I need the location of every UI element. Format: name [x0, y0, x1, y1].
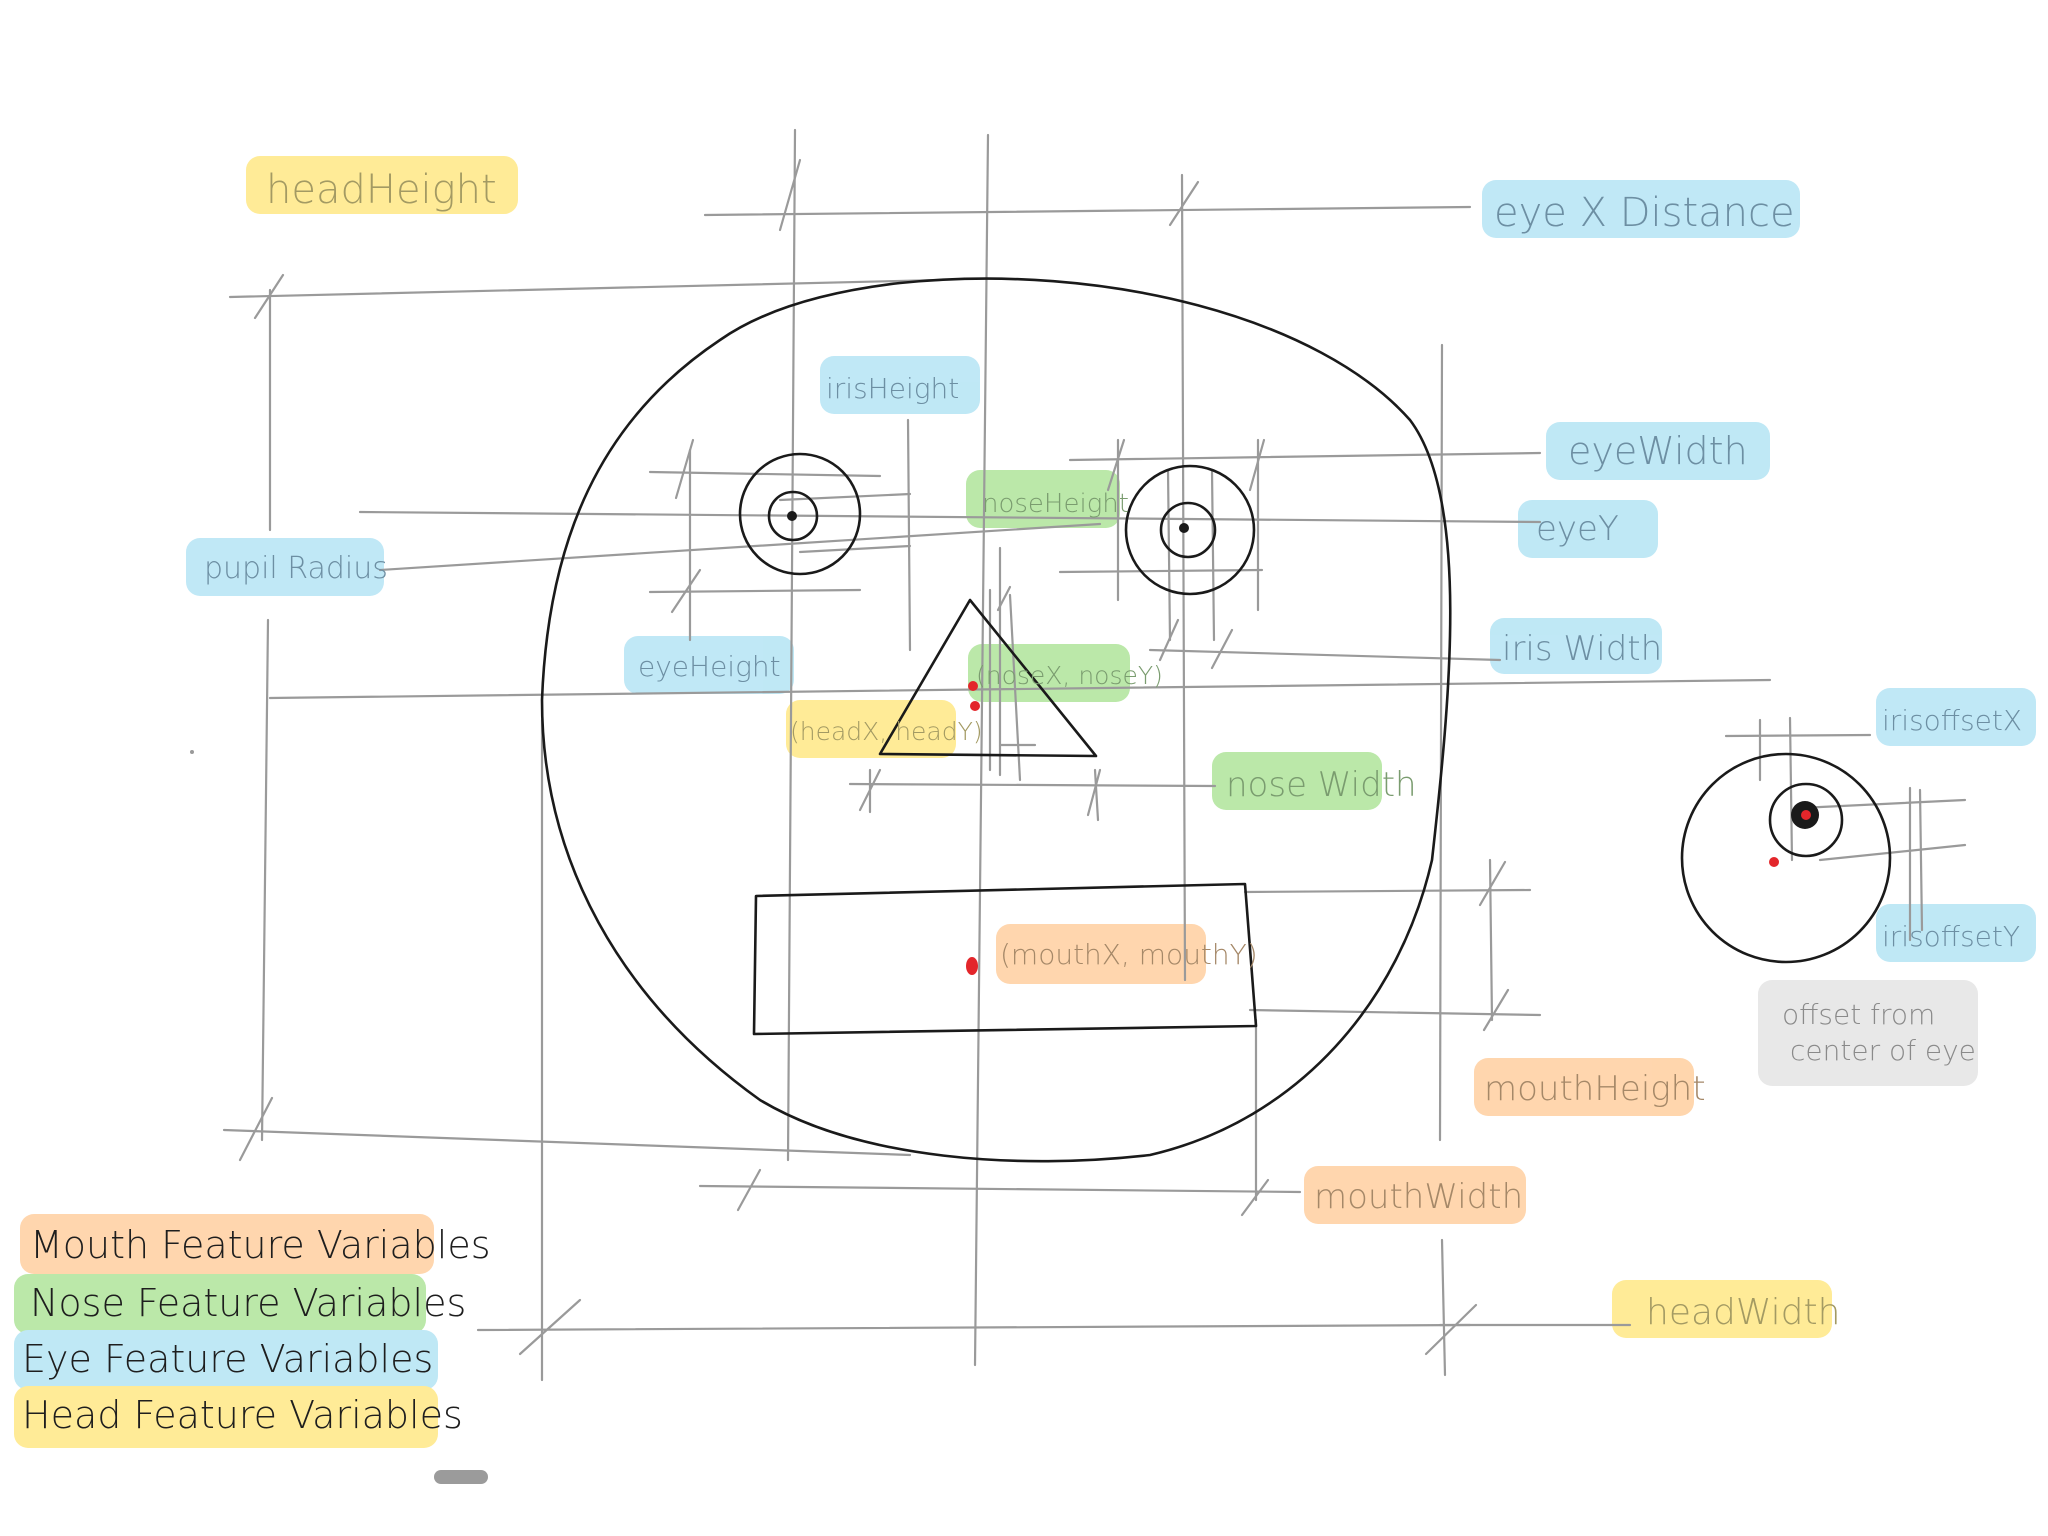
highlight-nose-width [1212, 752, 1382, 810]
label-iris-offset-x: irisoffsetX [1882, 704, 2022, 737]
highlight-legend-eye [14, 1330, 438, 1390]
face-drawing [540, 277, 1892, 1163]
highlight-legend-head [14, 1386, 438, 1448]
label-nose-xy: (noseX, noseY) [976, 661, 1163, 690]
stray-dot [190, 750, 194, 754]
eye-center-point-icon [1769, 857, 1779, 867]
legend: Mouth Feature Variables Nose Feature Var… [22, 1223, 491, 1437]
legend-head: Head Feature Variables [22, 1393, 463, 1437]
highlight-mouth-xy [996, 924, 1206, 984]
legend-mouth: Mouth Feature Variables [30, 1223, 491, 1267]
right-eye [1124, 464, 1256, 596]
highlight-legend-mouth [20, 1214, 434, 1274]
label-mouth-width: mouthWidth [1314, 1177, 1523, 1217]
right-iris [1159, 501, 1217, 559]
label-offset-note-line2: center of eye [1790, 1034, 1976, 1067]
label-nose-height: noseHeight [982, 489, 1129, 519]
label-head-height: headHeight [266, 167, 497, 213]
highlight-eye-x-distance [1482, 180, 1800, 238]
left-iris [767, 490, 819, 542]
label-highlights [14, 156, 2036, 1448]
highlight-legend-nose [14, 1274, 426, 1334]
label-offset-note-line1: offset from [1782, 998, 1935, 1031]
left-eye [738, 452, 862, 576]
nose-point-icon [968, 681, 978, 691]
highlight-nose-height [966, 470, 1120, 528]
highlight-eye-height [624, 636, 794, 694]
highlight-eye-y [1518, 500, 1658, 558]
label-iris-offset-y: irisoffsetY [1882, 920, 2020, 953]
label-eye-width: eyeWidth [1568, 429, 1748, 473]
label-iris-width: iris Width [1502, 629, 1662, 669]
highlight-mouth-width [1304, 1166, 1526, 1224]
scribble-mark [434, 1470, 488, 1484]
head-outline [540, 277, 1452, 1163]
nose-triangle [878, 598, 1098, 758]
label-eye-x-distance: eye X Distance [1494, 190, 1795, 236]
iris-detail [1768, 782, 1844, 858]
label-mouth-xy: (mouthX, mouthY) [1000, 938, 1258, 971]
highlight-pupil-radius [186, 538, 384, 596]
mouth-rectangle [752, 882, 1258, 1036]
highlight-iris-offset-x [1876, 688, 2036, 746]
highlight-iris-offset-y [1876, 904, 2036, 962]
right-pupil-icon [1179, 523, 1189, 533]
label-pupil-radius: pupil Radius [204, 551, 388, 586]
highlight-mouth-height [1474, 1058, 1694, 1116]
left-pupil-icon [787, 511, 797, 521]
label-iris-height: irisHeight [826, 372, 959, 405]
highlight-iris-width [1490, 618, 1662, 674]
label-eye-height: eyeHeight [638, 650, 781, 683]
coordinate-points [966, 681, 1811, 975]
mouth-point-icon [966, 957, 978, 975]
label-head-width: headWidth [1646, 1292, 1840, 1333]
highlight-eye-width [1546, 422, 1770, 480]
highlight-offset-note [1758, 980, 1978, 1086]
iris-center-point-icon [1801, 810, 1811, 820]
label-nose-width: nose Width [1226, 765, 1417, 805]
legend-nose: Nose Feature Variables [30, 1281, 466, 1325]
highlight-head-width [1612, 1280, 1832, 1338]
highlight-head-height [246, 156, 518, 214]
variable-labels: headHeight eye X Distance irisHeight eye… [204, 167, 2022, 1333]
eye-detail-outline [1680, 752, 1892, 964]
label-mouth-height: mouthHeight [1484, 1069, 1706, 1109]
legend-eye: Eye Feature Variables [22, 1337, 433, 1381]
head-point-icon [970, 701, 980, 711]
guide-lines [222, 128, 1967, 1382]
label-eye-y: eyeY [1536, 509, 1619, 549]
label-head-xy: (headX, headY) [790, 717, 983, 746]
highlight-head-xy [786, 700, 956, 758]
highlight-iris-height [820, 356, 980, 414]
